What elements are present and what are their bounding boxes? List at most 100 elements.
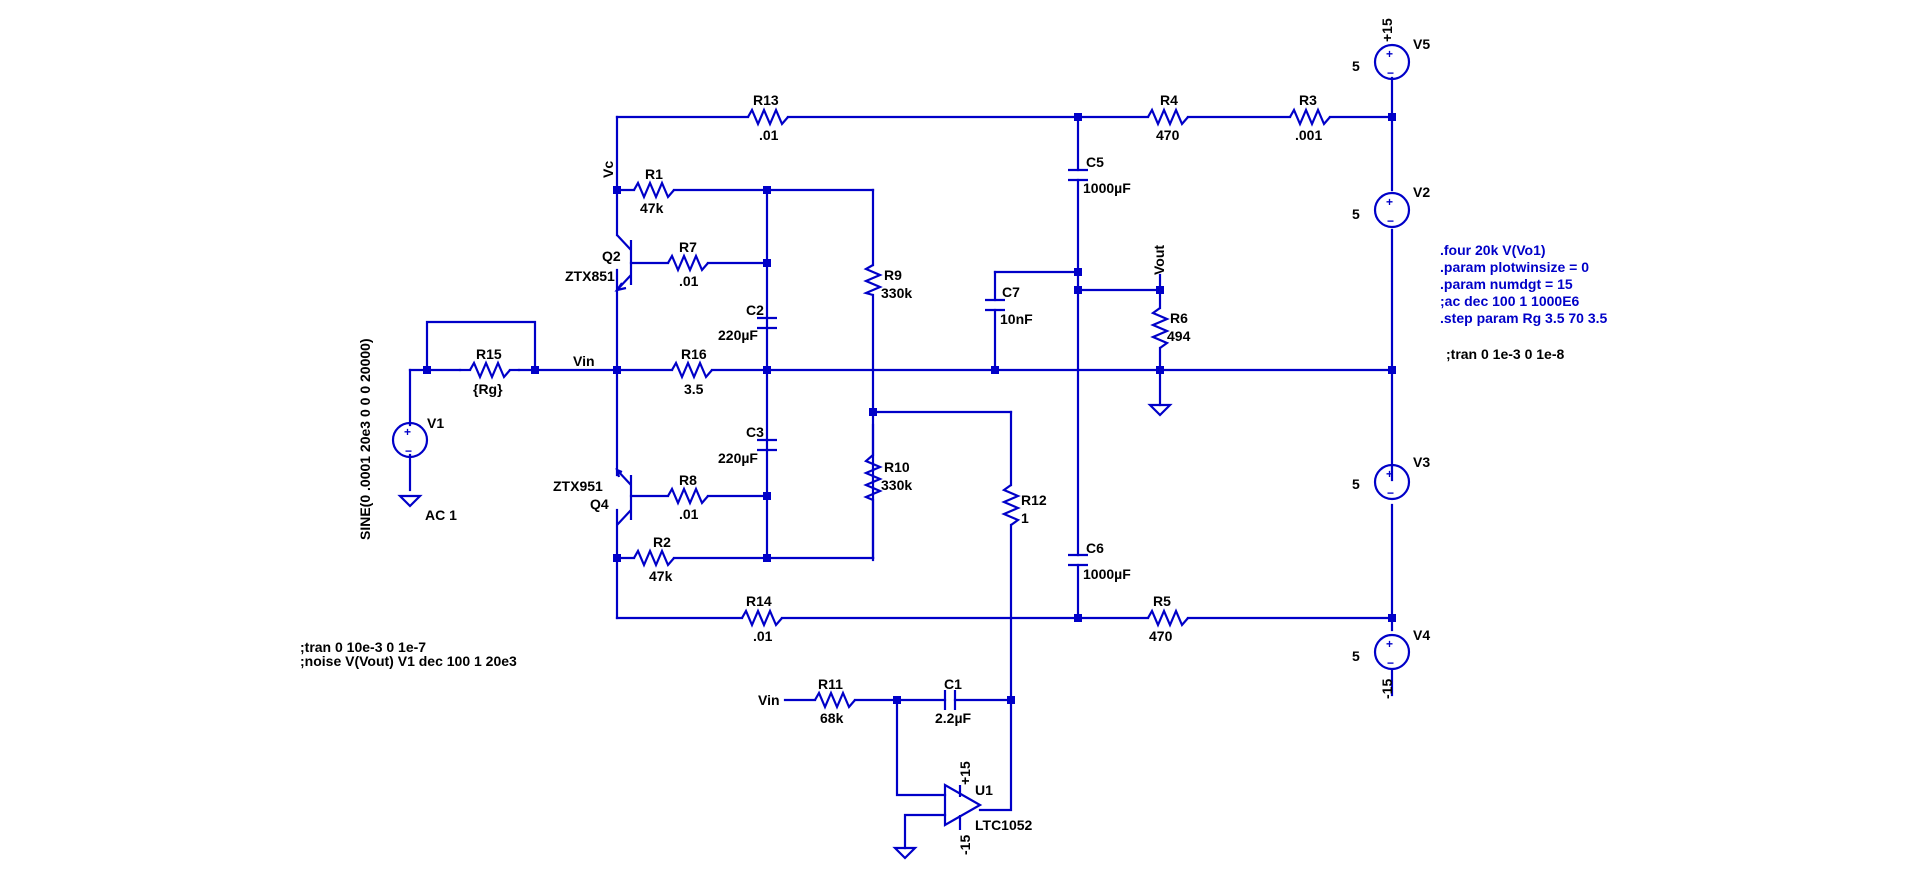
c7-capacitor-symbol[interactable]	[985, 298, 1005, 312]
ground-icon	[892, 846, 918, 860]
r10-name: R10	[884, 459, 910, 475]
r11-name: R11	[818, 676, 843, 692]
r14-resistor-symbol[interactable]	[741, 608, 783, 628]
v1-value: SINE(0 .0001 20e3 0 0 0 20000)	[357, 338, 373, 540]
v3-source-symbol[interactable]: + −	[1373, 463, 1411, 501]
net-label-vc: Vc	[600, 161, 616, 178]
r7-value: .01	[679, 273, 699, 289]
svg-text:+: +	[1386, 195, 1393, 209]
directive-tran-left: ;tran 0 10e-3 0 1e-7	[300, 639, 426, 655]
v4-rail: -15	[1379, 679, 1395, 699]
u1-vplus: +15	[957, 761, 973, 785]
c5-capacitor-symbol[interactable]	[1068, 168, 1088, 182]
r8-value: .01	[679, 506, 699, 522]
svg-text:−: −	[1387, 656, 1394, 670]
directive-numdgt: .param numdgt = 15	[1440, 276, 1573, 292]
svg-text:+: +	[1386, 467, 1393, 481]
r5-value: 470	[1149, 628, 1173, 644]
q2-value: ZTX851	[565, 268, 615, 284]
c1-capacitor-symbol[interactable]	[943, 690, 957, 710]
v1-ac: AC 1	[425, 507, 457, 523]
r11-value: 68k	[820, 710, 844, 726]
c2-value: 220µF	[718, 327, 758, 343]
c5-name: C5	[1086, 154, 1104, 170]
r2-resistor-symbol[interactable]	[633, 548, 675, 568]
v2-source-symbol[interactable]: + −	[1373, 191, 1411, 229]
r15-value: {Rg}	[473, 381, 503, 397]
c1-value: 2.2µF	[935, 710, 972, 726]
q4-transistor-symbol[interactable]	[615, 468, 633, 526]
u1-vminus: -15	[957, 835, 973, 855]
r6-name: R6	[1170, 310, 1188, 326]
svg-text:−: −	[405, 444, 412, 458]
r8-name: R8	[679, 472, 697, 488]
v4-source-symbol[interactable]: + −	[1373, 633, 1411, 671]
c6-value: 1000µF	[1083, 566, 1131, 582]
q2-transistor-symbol[interactable]	[614, 234, 633, 292]
v4-value: 5	[1352, 648, 1360, 664]
r13-resistor-symbol[interactable]	[747, 107, 789, 127]
v3-value: 5	[1352, 476, 1360, 492]
u1-name: U1	[975, 782, 993, 798]
r16-resistor-symbol[interactable]	[671, 360, 713, 380]
r9-name: R9	[884, 267, 902, 283]
r12-resistor-symbol[interactable]	[1001, 484, 1021, 526]
directive-noise: ;noise V(Vout) V1 dec 100 1 20e3	[300, 653, 517, 669]
c7-name: C7	[1002, 284, 1020, 300]
r8-resistor-symbol[interactable]	[667, 486, 709, 506]
r5-name: R5	[1153, 593, 1171, 609]
net-label-vout: Vout	[1151, 245, 1167, 275]
r1-value: 47k	[640, 200, 664, 216]
v5-source-symbol[interactable]: + −	[1373, 43, 1411, 81]
c7-value: 10nF	[1000, 311, 1033, 327]
svg-text:+: +	[1386, 637, 1393, 651]
svg-text:−: −	[1387, 66, 1394, 80]
directive-four: .four 20k V(Vo1)	[1440, 242, 1546, 258]
r13-name: R13	[753, 92, 779, 108]
svg-text:−: −	[1387, 214, 1394, 228]
directive-tran-right: ;tran 0 1e-3 0 1e-8	[1446, 346, 1564, 362]
directive-plotwinsize: .param plotwinsize = 0	[1440, 259, 1589, 275]
r12-value: 1	[1021, 510, 1029, 526]
r3-name: R3	[1299, 92, 1317, 108]
svg-text:+: +	[404, 425, 411, 439]
r16-value: 3.5	[684, 381, 704, 397]
r14-value: .01	[753, 628, 773, 644]
wires	[408, 76, 1394, 850]
c6-capacitor-symbol[interactable]	[1068, 553, 1088, 567]
q2-name: Q2	[602, 248, 621, 264]
r10-resistor-symbol[interactable]	[863, 454, 883, 502]
v2-value: 5	[1352, 206, 1360, 222]
r7-resistor-symbol[interactable]	[667, 253, 709, 273]
r9-resistor-symbol[interactable]	[862, 264, 883, 297]
r15-name: R15	[476, 346, 502, 362]
v4-name: V4	[1413, 627, 1430, 643]
r5-resistor-symbol[interactable]	[1147, 608, 1189, 628]
r11-resistor-symbol[interactable]	[814, 690, 856, 710]
u1-opamp-symbol[interactable]	[943, 783, 983, 830]
c5-value: 1000µF	[1083, 180, 1131, 196]
r6-value: 494	[1167, 328, 1191, 344]
r4-resistor-symbol[interactable]	[1147, 107, 1189, 127]
c3-capacitor-symbol[interactable]	[757, 438, 777, 452]
r6-resistor-symbol[interactable]	[1150, 307, 1170, 349]
r10-value: 330k	[881, 477, 912, 493]
junctions	[423, 113, 1396, 704]
r3-resistor-symbol[interactable]	[1289, 107, 1331, 127]
r14-name: R14	[746, 593, 772, 609]
r15-resistor-symbol[interactable]	[469, 360, 511, 380]
q4-name: Q4	[590, 496, 609, 512]
c1-name: C1	[944, 676, 962, 692]
svg-text:−: −	[1387, 486, 1394, 500]
v5-value: 5	[1352, 58, 1360, 74]
net-label-vin: Vin	[573, 353, 595, 369]
r7-name: R7	[679, 239, 697, 255]
c2-name: C2	[746, 302, 764, 318]
r12-name: R12	[1021, 492, 1047, 508]
c2-capacitor-symbol[interactable]	[757, 316, 777, 330]
v1-source-symbol[interactable]: + −	[391, 421, 429, 459]
r3-value: .001	[1295, 127, 1322, 143]
v5-rail: +15	[1379, 18, 1395, 42]
r1-resistor-symbol[interactable]	[633, 180, 675, 200]
